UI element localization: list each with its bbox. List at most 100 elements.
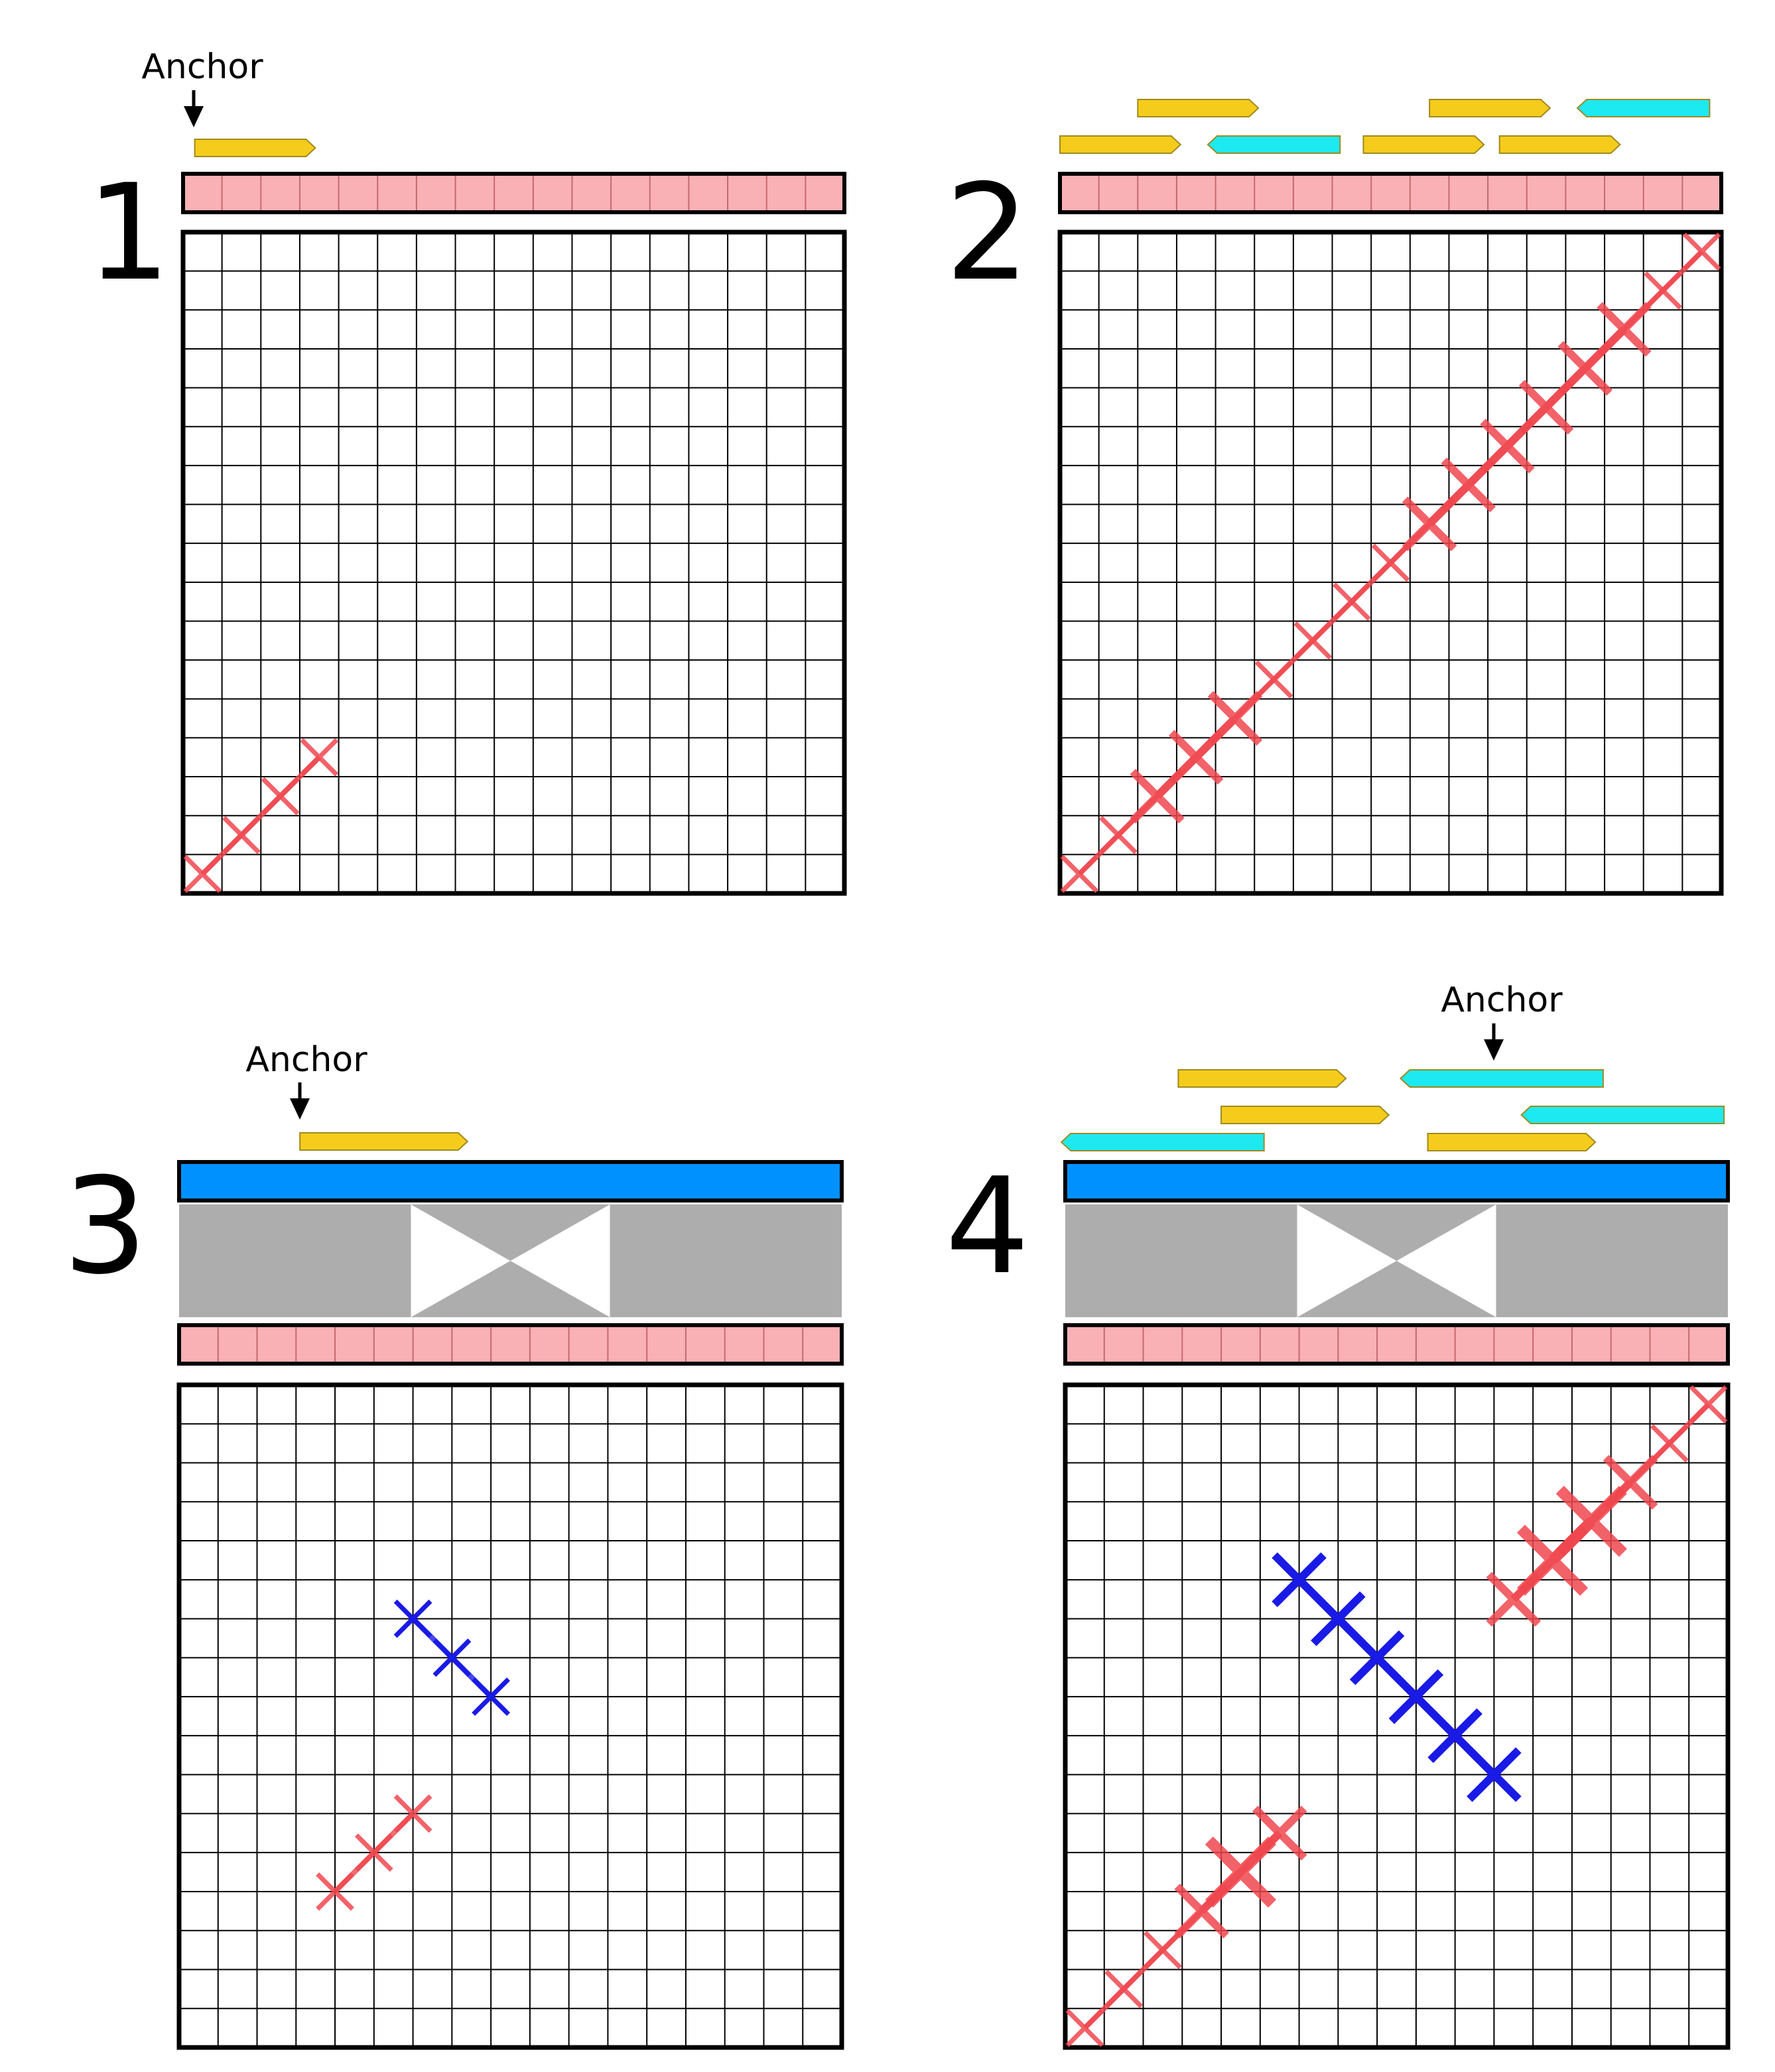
forward-read xyxy=(1429,99,1551,117)
blue-contact-mark-stroke xyxy=(472,1677,511,1716)
read-track xyxy=(1060,1069,1725,1151)
anchor-label: Anchor xyxy=(141,47,263,87)
reference-bin-bar xyxy=(177,1323,844,1366)
forward-read xyxy=(1220,1106,1390,1124)
red-contact-mark xyxy=(1252,1805,1307,1861)
reverse-read xyxy=(1207,135,1341,154)
reverse-read xyxy=(1060,1133,1265,1151)
chromosome-bar xyxy=(177,1160,844,1202)
anchor-arrow-head xyxy=(1484,1039,1504,1061)
panel-2: 2 xyxy=(945,99,1724,896)
matrix-border xyxy=(180,229,847,896)
contact-matrix xyxy=(176,1382,844,2050)
inversion-header xyxy=(1063,1160,1730,1366)
red-contact-mark-stroke xyxy=(1597,302,1652,357)
red-contact-mark-stroke xyxy=(1371,543,1410,582)
blue-contact-mark-stroke xyxy=(393,1599,432,1638)
red-contact-mark-stroke xyxy=(1689,1385,1728,1424)
reverse-read xyxy=(1520,1106,1725,1124)
inversion-wedge-left xyxy=(1297,1204,1397,1317)
red-contact-mark xyxy=(1207,690,1263,746)
red-contact-mark-stroke xyxy=(1650,1424,1689,1463)
red-contact-mark-stroke xyxy=(1603,1455,1658,1510)
reference-bin-bar xyxy=(1063,1323,1730,1366)
red-contact-mark xyxy=(300,738,339,777)
red-contact-mark xyxy=(1104,1969,1144,2008)
red-contact-mark xyxy=(393,1794,432,1833)
forward-read xyxy=(1177,1069,1347,1088)
matrix-border xyxy=(1057,229,1724,896)
red-contact-mark xyxy=(1597,302,1652,357)
red-contact-mark-stroke xyxy=(222,816,261,854)
red-contact-mark xyxy=(1060,854,1099,893)
red-contact-mark-stroke xyxy=(183,854,222,893)
panel-number: 2 xyxy=(945,156,1029,310)
red-contact-mark-stroke xyxy=(1252,1805,1307,1861)
anchor-arrow-head xyxy=(290,1098,310,1120)
anchor-arrow xyxy=(184,90,204,127)
reference-header xyxy=(181,172,846,214)
blue-contact-mark-stroke xyxy=(432,1638,472,1677)
red-contact-mark xyxy=(1644,271,1682,310)
red-contact-mark xyxy=(354,1833,393,1872)
red-contact-mark xyxy=(261,777,300,816)
red-contact-mark-stroke xyxy=(1104,1969,1144,2008)
red-contact-mark xyxy=(1603,1455,1658,1510)
red-contact-mark-stroke xyxy=(316,1872,354,1911)
red-contact-mark-stroke xyxy=(393,1794,432,1833)
forward-read xyxy=(1059,135,1182,154)
red-contact-mark-stroke xyxy=(1254,660,1293,699)
red-contact-mark xyxy=(222,816,261,854)
read-track xyxy=(1059,99,1711,154)
matrix-border xyxy=(1063,1382,1731,2050)
reference-bin-bar xyxy=(181,172,846,214)
forward-read xyxy=(299,1132,469,1151)
red-contact-mark xyxy=(1689,1385,1728,1424)
anchor-arrow xyxy=(290,1082,310,1120)
blue-contact-mark xyxy=(393,1599,432,1638)
red-contact-mark-stroke xyxy=(1143,1931,1182,1970)
blue-contact-mark-stroke xyxy=(1388,1669,1444,1724)
anchor-arrow-head xyxy=(184,106,204,127)
red-contact-mark-stroke xyxy=(1644,271,1682,310)
panel-1: 1 Anchor xyxy=(86,47,847,896)
panel-number: 1 xyxy=(86,156,170,310)
inversion-header xyxy=(177,1160,844,1366)
anchor-label: Anchor xyxy=(1441,980,1563,1020)
blue-contact-mark-stroke xyxy=(1349,1630,1405,1685)
forward-read xyxy=(1498,135,1621,154)
anchor-label: Anchor xyxy=(245,1040,367,1080)
blue-contact-mark-stroke xyxy=(1272,1552,1327,1608)
inversion-wedge-left xyxy=(411,1204,511,1317)
panel-4: 4 Anchor xyxy=(945,980,1731,2050)
contact-marks xyxy=(1065,1385,1728,2047)
panel-number: 3 xyxy=(63,1149,147,1304)
red-contact-mark-stroke xyxy=(1293,621,1333,660)
read-track xyxy=(299,1132,469,1151)
anchor-arrow xyxy=(1484,1023,1504,1061)
contact-marks xyxy=(316,1599,511,1911)
blue-contact-mark xyxy=(472,1677,511,1716)
red-contact-mark-stroke xyxy=(1060,854,1099,893)
inversion-wedge-right xyxy=(510,1204,610,1317)
red-contact-mark xyxy=(1682,232,1721,271)
red-contact-mark-stroke xyxy=(1099,816,1138,854)
reference-header xyxy=(1058,172,1723,214)
red-contact-mark xyxy=(1254,660,1293,699)
red-contact-mark xyxy=(1371,543,1410,582)
chromosome-bar xyxy=(1063,1160,1730,1202)
red-contact-mark xyxy=(316,1872,354,1911)
blue-contact-mark-stroke xyxy=(1311,1591,1366,1646)
red-contact-mark-stroke xyxy=(1207,690,1263,746)
blue-contact-mark-stroke xyxy=(1427,1708,1482,1764)
contact-marks xyxy=(183,738,339,893)
contact-marks xyxy=(1060,232,1721,893)
red-contact-mark-stroke xyxy=(354,1833,393,1872)
red-contact-mark xyxy=(1293,621,1333,660)
forward-read xyxy=(1427,1133,1597,1151)
matrix-background xyxy=(179,1385,842,2047)
red-contact-mark xyxy=(1099,816,1138,854)
reverse-read xyxy=(1576,99,1711,117)
red-contact-mark-stroke xyxy=(261,777,300,816)
